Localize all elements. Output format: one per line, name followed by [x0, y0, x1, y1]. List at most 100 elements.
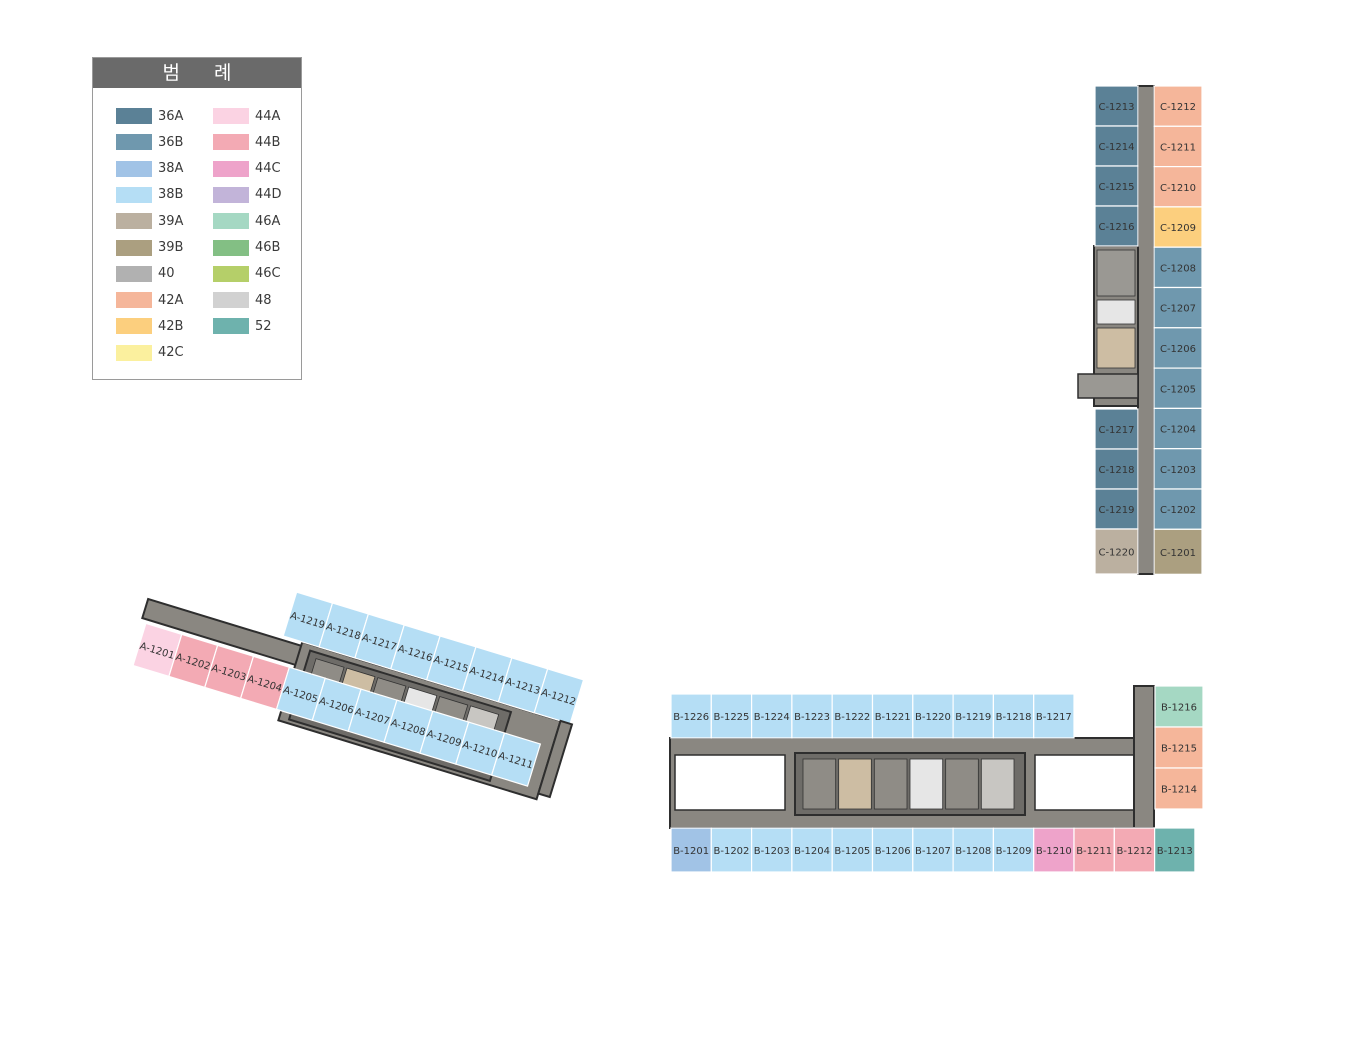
- legend-item: 46C: [213, 265, 281, 283]
- legend-swatch: [213, 292, 249, 309]
- unit: B-1214: [1154, 767, 1204, 810]
- unit-label: B-1226: [673, 712, 709, 723]
- legend-item: 39B: [116, 239, 183, 257]
- unit-fill: [1153, 488, 1203, 530]
- legend-label: 44D: [255, 187, 282, 203]
- unit: B-1219: [952, 693, 994, 739]
- legend-label: 36A: [158, 108, 184, 124]
- legend-swatch: [116, 108, 152, 124]
- legend-item: 36A: [116, 107, 183, 125]
- unit: C-1215: [1094, 165, 1139, 207]
- unit: B-1226: [670, 693, 712, 739]
- unit-fill: [710, 827, 753, 873]
- corridor: [1137, 85, 1155, 575]
- unit: B-1217: [1033, 693, 1075, 739]
- unit-fill: [1153, 327, 1203, 369]
- unit: B-1209: [992, 827, 1035, 873]
- unit: A-1205: [275, 666, 326, 722]
- unit: C-1213: [1094, 85, 1139, 127]
- unit-label: C-1217: [1098, 425, 1134, 436]
- unit: A-1212: [533, 668, 585, 725]
- unit: A-1210: [455, 721, 506, 776]
- unit: C-1209: [1153, 206, 1203, 248]
- unit: B-1223: [791, 693, 833, 739]
- unit: B-1221: [871, 693, 914, 739]
- unit-label: C-1210: [1160, 183, 1196, 194]
- unit: C-1205: [1153, 367, 1203, 410]
- unit: C-1217: [1094, 408, 1139, 450]
- unit-label: B-1215: [1161, 744, 1197, 755]
- unit: B-1222: [831, 693, 874, 739]
- unit-label: B-1210: [1036, 846, 1072, 857]
- unit-label: B-1217: [1036, 712, 1072, 723]
- legend-swatch: [116, 318, 152, 335]
- legend-label: 46C: [255, 266, 281, 282]
- unit-fill: [1033, 693, 1075, 739]
- unit: C-1207: [1153, 286, 1203, 329]
- core-area: [1077, 245, 1139, 407]
- unit-fill: [1033, 827, 1075, 873]
- courtyard-left: [674, 754, 786, 811]
- unit-fill: [750, 827, 793, 873]
- unit-label: B-1209: [996, 846, 1032, 857]
- unit-fill: [992, 827, 1035, 873]
- legend-swatch: [116, 213, 152, 230]
- unit: B-1218: [992, 693, 1035, 739]
- unit: B-1224: [750, 693, 793, 739]
- legend-item: 42A: [116, 291, 183, 309]
- unit-label: C-1220: [1098, 548, 1134, 559]
- unit-label: C-1201: [1160, 548, 1196, 559]
- corridor: [1133, 685, 1155, 829]
- legend-label: 39B: [158, 240, 184, 255]
- legend-item: 42C: [116, 344, 184, 362]
- unit-label: B-1214: [1161, 785, 1197, 796]
- unit-label: C-1203: [1160, 465, 1196, 476]
- unit-fill: [1154, 726, 1204, 769]
- legend-item: 38B: [116, 186, 183, 204]
- unit-fill: [1094, 125, 1139, 167]
- legend-label: 38B: [158, 187, 184, 203]
- unit: B-1206: [871, 827, 914, 873]
- legend-swatch: [116, 292, 152, 309]
- unit-fill: [1153, 166, 1203, 208]
- unit: B-1212: [1113, 827, 1156, 873]
- legend-item: 38A: [116, 160, 183, 178]
- unit-label: B-1221: [875, 712, 911, 723]
- legend-label: 42B: [158, 318, 184, 334]
- unit: C-1204: [1153, 407, 1203, 450]
- unit: C-1218: [1094, 448, 1139, 490]
- unit-label: B-1225: [713, 712, 749, 723]
- unit: A-1202: [168, 633, 219, 689]
- legend-item: 52: [213, 317, 272, 335]
- unit-fill: [1094, 205, 1139, 247]
- legend-swatch: [116, 239, 152, 256]
- unit: C-1202: [1153, 488, 1203, 530]
- unit-label: C-1211: [1160, 142, 1196, 153]
- unit-fill: [952, 693, 994, 739]
- unit-fill: [791, 693, 833, 739]
- legend-label: 48: [255, 292, 272, 308]
- legend-item: 44D: [213, 186, 282, 204]
- unit-fill: [871, 693, 914, 739]
- unit-fill: [1154, 767, 1204, 810]
- unit: C-1203: [1153, 448, 1203, 490]
- unit: A-1214: [461, 646, 513, 703]
- unit: B-1216: [1154, 685, 1204, 728]
- unit-fill: [1153, 528, 1203, 575]
- unit-label: C-1215: [1098, 182, 1134, 193]
- unit-label: B-1203: [754, 846, 790, 857]
- legend-label: 52: [255, 318, 272, 334]
- unit: B-1220: [912, 693, 954, 739]
- unit-label: B-1220: [915, 712, 951, 723]
- unit-fill: [992, 693, 1035, 739]
- unit-label: B-1213: [1157, 846, 1193, 857]
- legend-item: 39A: [116, 212, 183, 230]
- legend-swatch: [213, 186, 249, 203]
- unit: B-1205: [831, 827, 874, 873]
- unit: A-1217: [354, 613, 405, 670]
- unit-label: C-1208: [1160, 263, 1196, 274]
- unit-label: B-1208: [955, 846, 991, 857]
- legend-item: 44A: [213, 107, 280, 125]
